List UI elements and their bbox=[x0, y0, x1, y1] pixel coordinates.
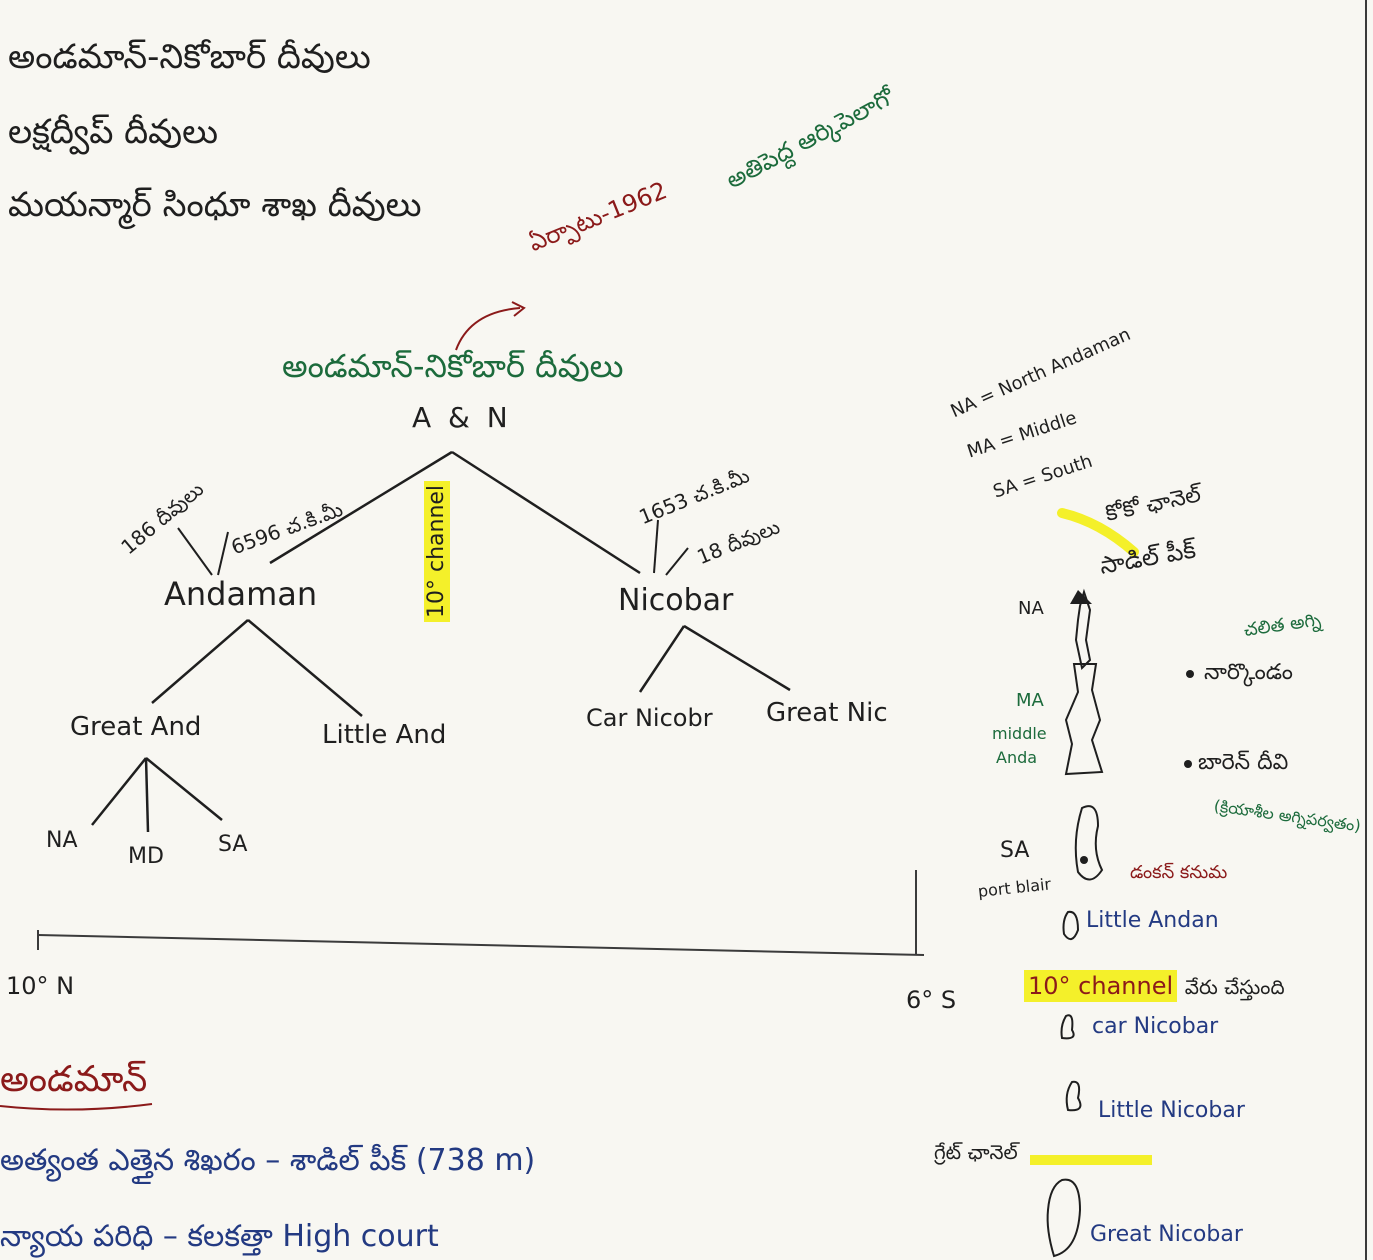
ten-channel-suffix: వేరు చేస్తుంది bbox=[1184, 975, 1285, 999]
great-andaman-node: Great And bbox=[70, 712, 202, 742]
map-sa-label: SA bbox=[1000, 838, 1030, 863]
court-line: న్యాయ పరిధి – కలకత్తా High court bbox=[0, 1219, 439, 1254]
ten-channel-label: 10° channel bbox=[1024, 970, 1178, 1002]
scale-left-label: 10° N bbox=[6, 972, 75, 1000]
narcondam-label: నార్కొండం bbox=[1204, 660, 1293, 685]
heading-line-3: మయన్మార్ సింధూ శాఖ దీవులు bbox=[8, 185, 422, 225]
barren-label: బారెన్ దీవి bbox=[1198, 750, 1289, 775]
page-edge-line bbox=[1365, 0, 1367, 1260]
heading-line-1: అండమాన్-నికోబార్ దీవులు bbox=[8, 37, 371, 77]
little-nicobar-map-label: Little Nicobar bbox=[1098, 1098, 1245, 1123]
ten-channel-row: 10° channel వేరు చేస్తుంది bbox=[1024, 970, 1285, 1002]
tree-root: A & N bbox=[412, 401, 512, 434]
na-node: NA bbox=[46, 828, 78, 853]
andaman-node: Andaman bbox=[164, 575, 318, 613]
bottom-title: అండమాన్ bbox=[0, 1059, 148, 1100]
sa-node: SA bbox=[218, 832, 248, 857]
map-middle-label: middle bbox=[992, 724, 1047, 743]
map-anda-label: Anda bbox=[996, 748, 1038, 767]
heading-line-2: లక్షద్వీప్ దీవులు bbox=[8, 112, 218, 152]
tree-name-label: అండమాన్-నికోబార్ దీవులు bbox=[282, 347, 624, 385]
great-nicobar-map-label: Great Nicobar bbox=[1090, 1222, 1243, 1247]
duncan-passage-label: డంకన్ కనుమ bbox=[1130, 862, 1228, 883]
peak-line: అత్యంత ఎత్తైన శిఖరం – శాడిల్ పీక్ (738 m… bbox=[0, 1143, 536, 1178]
map-ma-label: MA bbox=[1016, 690, 1044, 711]
grace-channel-label: గ్రేట్ ఛానెల్ bbox=[934, 1140, 1018, 1164]
nicobar-node: Nicobar bbox=[618, 583, 734, 618]
car-nicobar-node: Car Nicobr bbox=[586, 704, 713, 732]
great-nicobar-node: Great Nic bbox=[766, 698, 888, 728]
md-node: MD bbox=[128, 844, 164, 869]
scale-right-label: 6° S bbox=[906, 986, 957, 1014]
channel-vertical-label: 10° channel bbox=[424, 480, 450, 622]
map-na-label: NA bbox=[1018, 598, 1044, 619]
little-andaman-node: Little And bbox=[322, 720, 447, 750]
car-nicobar-map-label: car Nicobar bbox=[1092, 1014, 1219, 1039]
little-andaman-map-label: Little Andan bbox=[1086, 908, 1219, 933]
